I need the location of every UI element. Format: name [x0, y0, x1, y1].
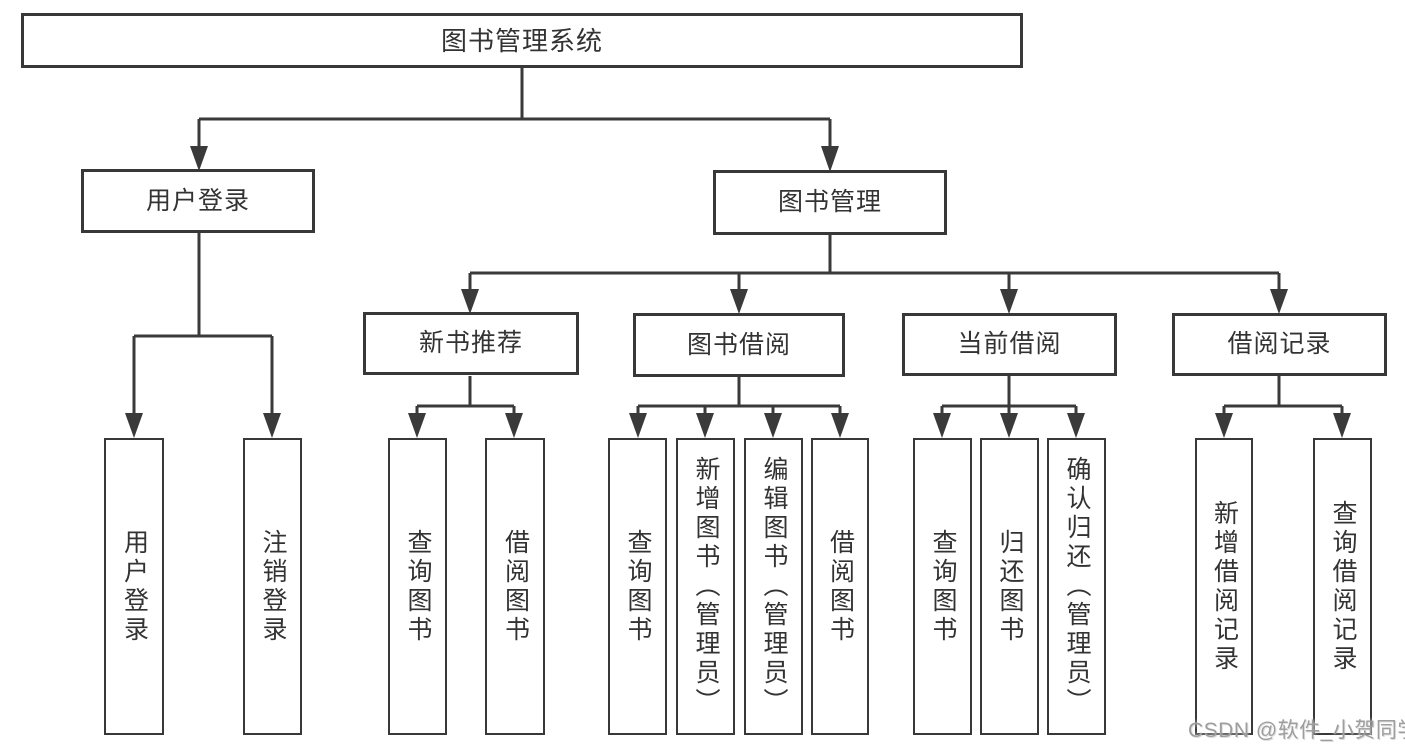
leaf-logout: 注销登录 [243, 438, 302, 735]
arrow-icon [125, 413, 143, 438]
edge-bookborrow-to-leaves [636, 377, 842, 413]
node-borrowing-records: 借阅记录 [1172, 313, 1387, 376]
arrow-icon [505, 413, 523, 438]
arrow-icon [461, 289, 479, 314]
leaf-newbook-borrow-books: 借阅图书 [485, 438, 545, 735]
arrow-icon [1333, 413, 1351, 438]
arrow-icon [263, 413, 281, 438]
arrow-icon [1215, 413, 1233, 438]
arrow-icon [696, 413, 714, 438]
edge-currentborrow-to-leaves [940, 376, 1078, 413]
arrow-icon [1270, 289, 1288, 314]
arrow-icon [764, 413, 782, 438]
leaf-add-books-admin: 新增图书（管理员） [676, 438, 735, 735]
edge-newbook-to-leaves [415, 376, 516, 413]
arrow-icon [1067, 413, 1085, 438]
node-book-borrowing: 图书借阅 [633, 313, 845, 377]
csdn-watermark: CSDN @软件_小贺同学 [1188, 719, 1405, 742]
arrow-icon [190, 146, 208, 171]
arrow-icon [1000, 413, 1018, 438]
arrow-icon [821, 146, 839, 172]
arrow-icon [408, 413, 426, 438]
leaf-user-login: 用户登录 [104, 438, 164, 735]
arrow-icon [831, 413, 849, 438]
leaf-query-borrow-record: 查询借阅记录 [1313, 438, 1372, 735]
arrowheads [125, 146, 1351, 438]
arrow-icon [1000, 289, 1018, 314]
node-current-borrowing: 当前借阅 [902, 313, 1117, 376]
arrow-icon [730, 289, 748, 314]
leaf-add-borrow-record: 新增借阅记录 [1195, 438, 1253, 735]
node-user-login: 用户登录 [81, 169, 315, 233]
edge-root-to-level2 [197, 67, 832, 147]
leaf-borrow-books: 借阅图书 [811, 438, 869, 735]
leaf-newbook-query-books: 查询图书 [388, 438, 447, 735]
edge-borrowrecord-to-leaves [1222, 376, 1344, 413]
node-book-management: 图书管理 [713, 170, 947, 235]
node-root-library-management-system: 图书管理系统 [21, 13, 1023, 68]
leaf-return-books: 归还图书 [980, 438, 1039, 735]
edge-userlogin-to-leaves [132, 233, 274, 413]
leaf-confirm-return-admin: 确认归还（管理员） [1047, 438, 1106, 735]
arrow-icon [933, 413, 951, 438]
leaf-borrow-query-books: 查询图书 [608, 438, 667, 735]
node-new-book-recommend: 新书推荐 [363, 312, 579, 375]
edge-bookmgmt-to-level3 [468, 235, 1281, 290]
leaf-current-query-books: 查询图书 [913, 438, 972, 735]
arrow-icon [629, 413, 647, 438]
leaf-edit-books-admin: 编辑图书（管理员） [744, 438, 803, 735]
